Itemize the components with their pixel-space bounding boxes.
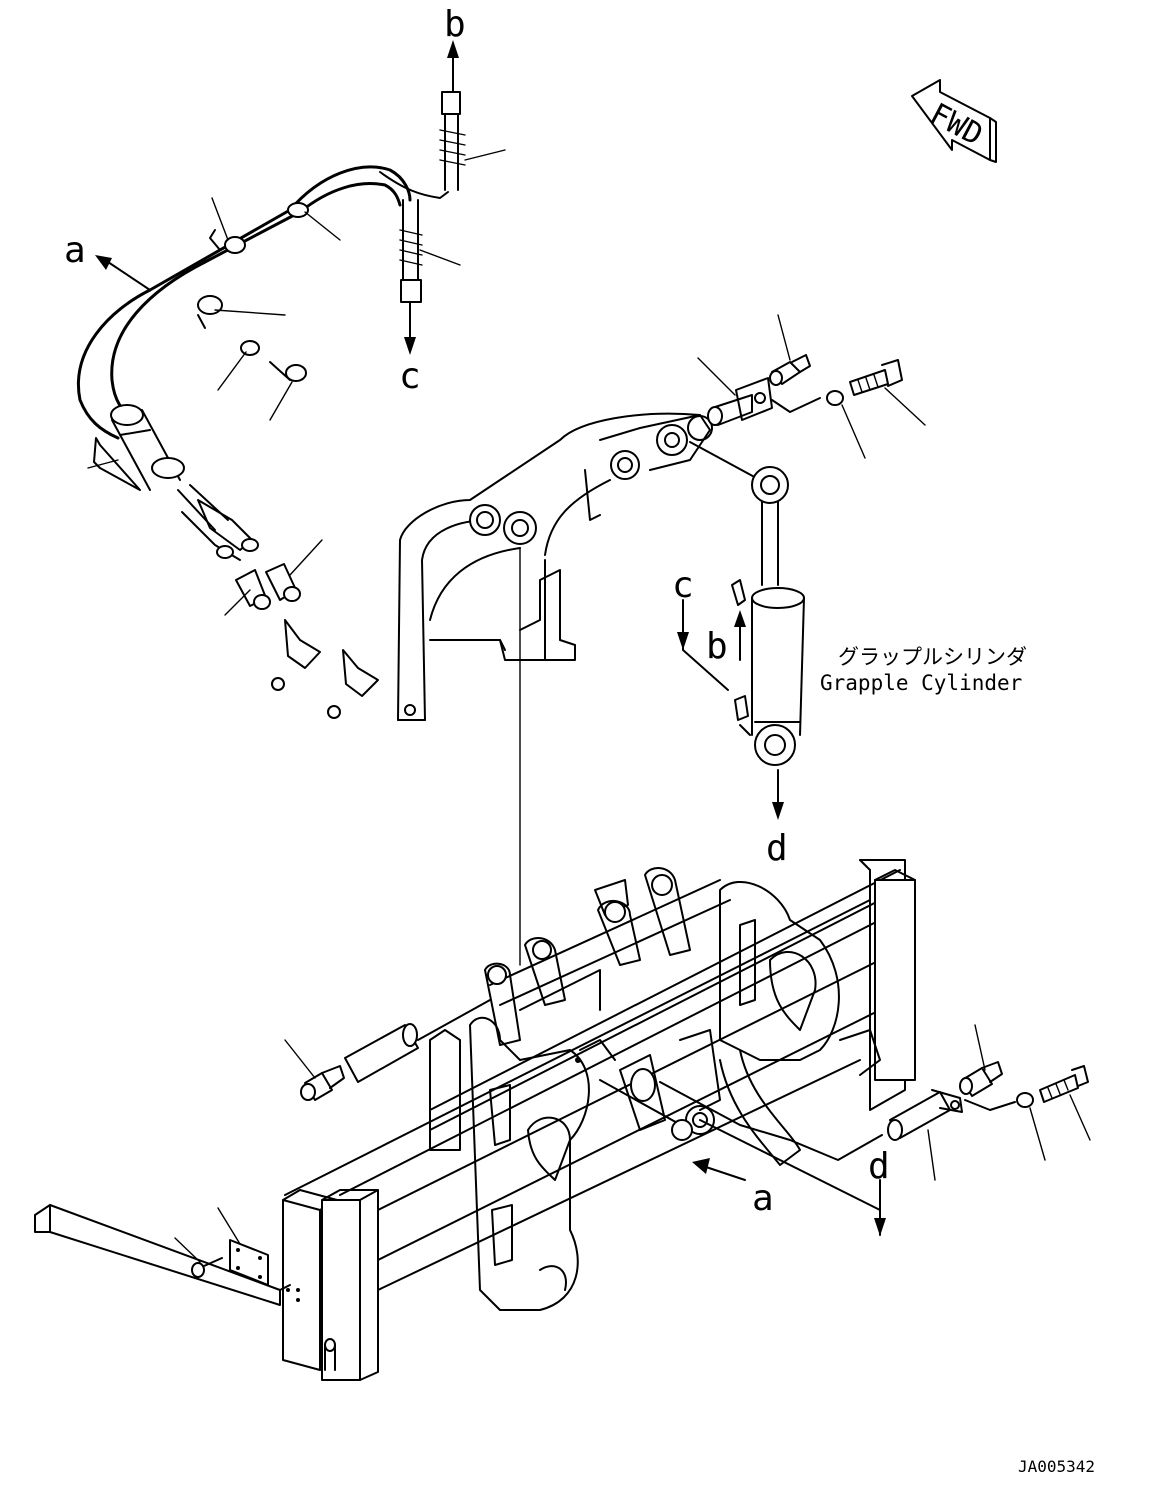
callout-b-cyl: b: [706, 626, 728, 667]
main-frame: [34, 859, 916, 1381]
cylinder-label-jp: グラップルシリンダ: [838, 645, 1027, 669]
cylinder-label-en: Grapple Cylinder: [820, 671, 1022, 695]
rivet: [191, 1257, 223, 1278]
hose-end-c: [399, 199, 423, 303]
quick-coupler: [271, 619, 379, 719]
frame-bracket: [484, 867, 691, 1046]
callout-a-top: a: [64, 230, 86, 271]
cylinder-pin-upper: [707, 377, 821, 426]
washer: [826, 390, 844, 406]
callout-c-cyl: c: [672, 565, 694, 606]
drawing-number: JA005342: [1018, 1457, 1095, 1476]
callout-a-bottom: a: [752, 1178, 774, 1219]
fwd-arrow-icon: FWD: [911, 79, 997, 163]
bolt: [1039, 1065, 1089, 1103]
callout-d-bottom: d: [868, 1146, 890, 1187]
bolt: [849, 359, 903, 396]
name-plate: [229, 1239, 269, 1286]
grapple-cylinder: [689, 441, 805, 766]
callout-b-top: b: [444, 4, 466, 45]
hose-assembly: [77, 40, 506, 719]
hose-sleeve: [93, 404, 185, 491]
callout-d-cyl: d: [766, 828, 788, 869]
pin-lower-right: [887, 1089, 963, 1141]
pin-lower-left: [344, 999, 491, 1083]
hose-fitting: [177, 484, 301, 610]
fwd-label: FWD: [924, 97, 988, 153]
grapple-arm: [397, 412, 713, 721]
hose-end-b: [439, 91, 466, 191]
grease-fitting: [769, 354, 811, 386]
washer: [240, 340, 260, 356]
hose-clamp: [197, 229, 246, 329]
callout-c-top: c: [399, 356, 421, 397]
washer: [1016, 1092, 1034, 1108]
grease-fitting: [300, 1065, 345, 1101]
grease-fitting: [959, 1061, 1003, 1097]
bolt: [269, 361, 307, 382]
